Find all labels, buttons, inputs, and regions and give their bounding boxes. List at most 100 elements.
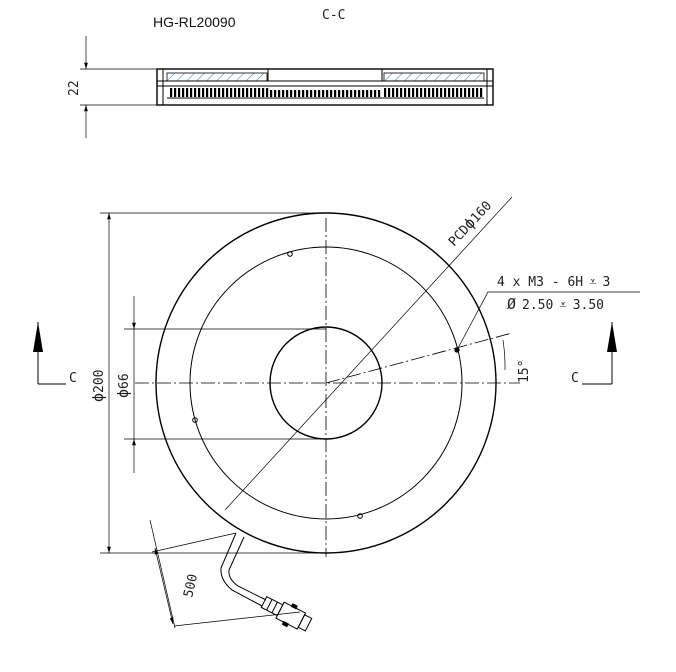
led-chip [416,88,419,97]
led-chip [358,90,361,97]
pcd-label: PCDϕ160 [444,196,495,249]
led-chip [282,90,285,97]
led-chip [366,90,369,97]
led-chip [202,88,205,97]
svg-text:C: C [69,371,77,386]
led-chip [468,88,471,97]
led-chip [206,88,209,97]
led-chip [230,88,233,97]
led-chip [190,88,193,97]
angle-value: 15° [517,360,532,383]
led-chip [242,88,245,97]
cable-length-value: 500 [181,573,201,599]
height-value: 22 [67,80,82,96]
led-chip [318,90,321,97]
led-chip [378,90,381,97]
center-recess [267,68,383,82]
led-chip [460,88,463,97]
section-view [156,68,494,106]
led-chip [374,90,377,97]
led-chip [404,88,407,97]
mount-hole-3 [357,513,363,519]
led-chip [170,88,173,97]
led-chip [174,88,177,97]
cable-length-dimension: 500 [149,519,301,629]
angle-arc [502,339,506,371]
led-chip [226,88,229,97]
led-chip [290,90,293,97]
led-chip [350,90,353,97]
led-chip [330,90,333,97]
tap-spec: 4 x M3 - 6H⩡3 [497,275,610,290]
led-chip [408,88,411,97]
led-chip [362,90,365,97]
led-chip [322,90,325,97]
led-chip [476,88,479,97]
pcd-leader [224,196,513,511]
led-chip [210,88,213,97]
led-chip [370,90,373,97]
led-chip [432,88,435,97]
led-chip [262,88,265,97]
led-chip [274,90,277,97]
led-chip [448,88,451,97]
led-chip [214,88,217,97]
tap-leader [456,291,640,351]
led-chip [310,90,313,97]
led-chip [444,88,447,97]
led-chip [440,88,443,97]
svg-text:C: C [571,371,579,386]
led-chip [338,90,341,97]
led-chip [186,88,189,97]
led-chip [182,88,185,97]
pcd-circle [189,246,463,520]
led-chip [194,88,197,97]
led-chip [346,90,349,97]
led-chip [218,88,221,97]
led-chip [238,88,241,97]
led-chip [198,88,201,97]
led-chip [384,88,387,97]
led-chip [286,90,289,97]
led-chip [472,88,475,97]
led-chip [452,88,455,97]
led-chip [354,90,357,97]
led-chip [400,88,403,97]
led-chip [222,88,225,97]
inner-dia-value: ϕ66 [114,373,132,398]
led-chip [342,90,345,97]
mount-hole-1 [287,251,293,257]
led-chip [464,88,467,97]
led-chip [294,90,297,97]
connector [260,595,313,632]
model-number: HG-RL20090 [153,14,236,30]
cable [220,532,267,607]
led-chip [254,88,257,97]
led-chip [420,88,423,97]
led-chip [306,90,309,97]
led-chip [298,90,301,97]
led-chip [246,88,249,97]
led-chip [302,90,305,97]
outer-dia-dimension: ϕ200 [89,212,326,554]
led-chip [392,88,395,97]
led-chip [424,88,427,97]
angle-line [325,332,513,384]
left-hatch [166,72,268,82]
led-chip [396,88,399,97]
led-chip [480,88,483,97]
led-chip [250,88,253,97]
led-chip [334,90,337,97]
led-chip [278,90,281,97]
led-chip [456,88,459,97]
led-chip [428,88,431,97]
led-chip [234,88,237,97]
led-chip [412,88,415,97]
section-view-label: C-C [322,8,345,23]
right-hatch [383,72,485,82]
led-chip [326,90,329,97]
section-marker-left: C [33,322,77,386]
mount-hole-2 [192,417,198,423]
